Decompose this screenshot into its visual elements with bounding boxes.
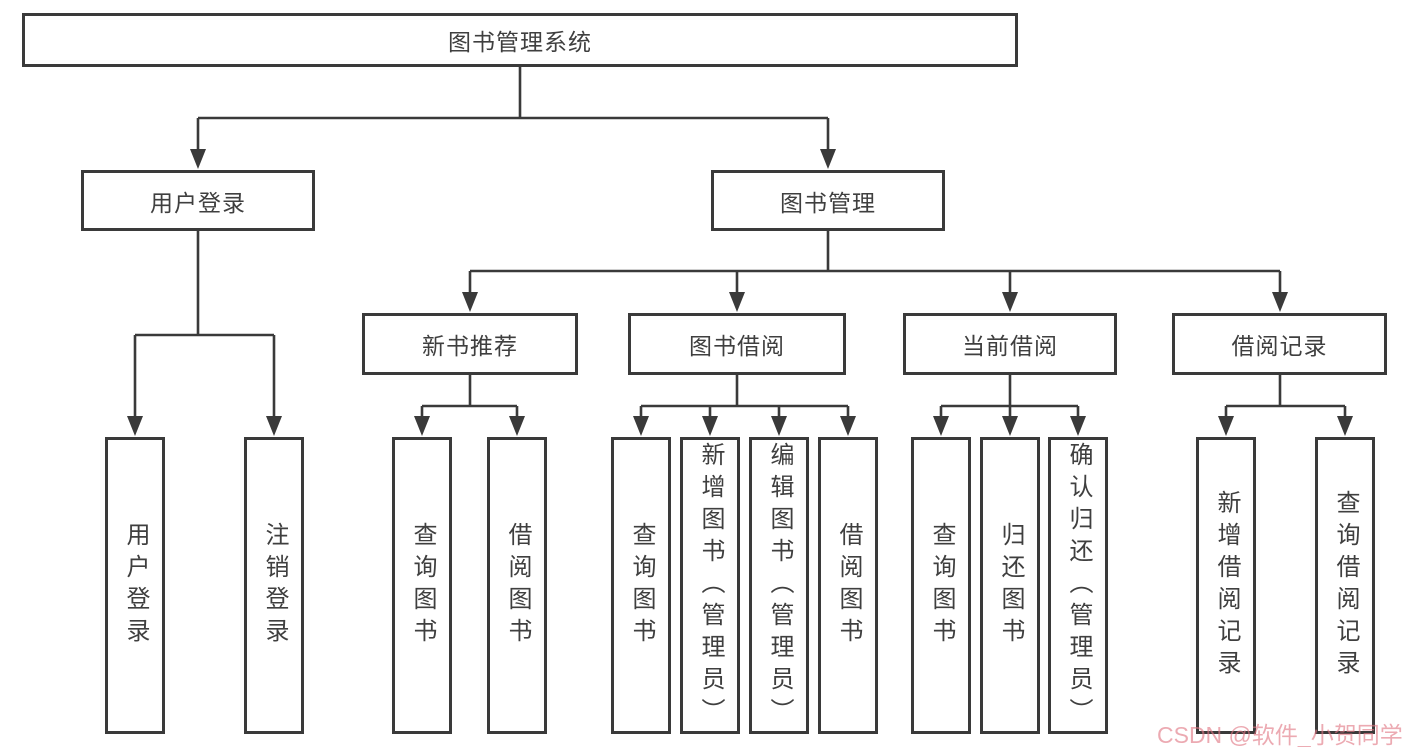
root-node-library-system: 图书管理系统 (22, 13, 1018, 67)
csdn-watermark: CSDN @软件_小贺同学 (1157, 722, 1403, 747)
leaf-logout: 注销登录 (244, 437, 304, 734)
leaf-return-books: 归还图书 (980, 437, 1040, 734)
leaf-query-books: 查询图书 (911, 437, 971, 734)
arrowheads (127, 149, 1353, 436)
connector-root (196, 67, 830, 150)
leaf-query-books: 查询图书 (611, 437, 671, 734)
leaf-query-books: 查询图书 (392, 437, 452, 734)
connector-current-borrow (939, 375, 1080, 418)
branch-user-login: 用户登录 (81, 170, 315, 231)
group-book-borrow: 图书借阅 (628, 313, 846, 375)
leaf-confirm-return-admin: 确认归还（管理员） (1048, 437, 1108, 734)
leaf-query-borrow-record: 查询借阅记录 (1315, 437, 1375, 734)
leaf-borrow-books: 借阅图书 (818, 437, 878, 734)
leaf-add-books-admin: 新增图书（管理员） (680, 437, 740, 734)
connector-book-management (468, 231, 1282, 294)
connector-new-book (420, 375, 519, 418)
connector-borrow-records (1224, 375, 1347, 418)
leaf-borrow-books: 借阅图书 (487, 437, 547, 734)
leaf-edit-books-admin: 编辑图书（管理员） (749, 437, 809, 734)
branch-book-management: 图书管理 (711, 170, 945, 231)
leaf-add-borrow-record: 新增借阅记录 (1196, 437, 1256, 734)
group-new-book-recommend: 新书推荐 (362, 313, 578, 375)
group-borrow-records: 借阅记录 (1172, 313, 1387, 375)
connector-user-login (133, 231, 276, 418)
connector-book-borrow (639, 375, 850, 418)
group-current-borrow: 当前借阅 (903, 313, 1117, 375)
leaf-user-login: 用户登录 (105, 437, 165, 734)
